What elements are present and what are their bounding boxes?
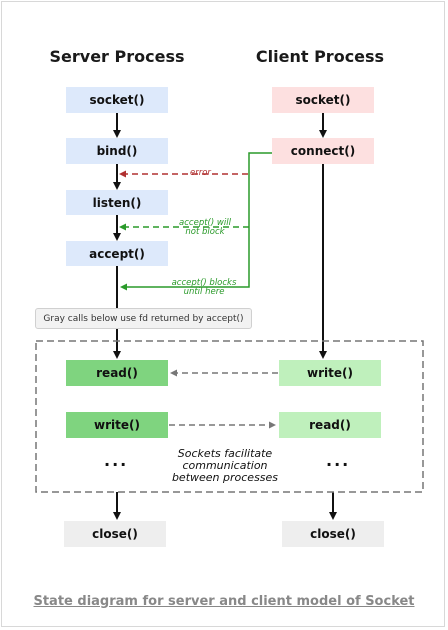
client-process-heading: Client Process [255,47,385,66]
error-label: error [190,168,211,178]
server-read-box: read() [66,360,168,386]
client-socket-box: socket() [272,87,374,113]
diagram-caption: State diagram for server and client mode… [33,594,415,609]
client-connect-box: connect() [272,138,374,164]
client-write-box: write() [279,360,381,386]
accept-blocks-label: accept() blocks until here [171,278,237,297]
server-listen-box: listen() [66,190,168,215]
communication-note: Sockets facilitate communication between… [171,447,279,484]
server-process-heading: Server Process [49,47,185,66]
server-write-box: write() [66,412,168,438]
client-read-box: read() [279,412,381,438]
client-close-box: close() [282,521,384,547]
accept-fd-note: Gray calls below use fd returned by acce… [35,308,252,329]
server-bind-box: bind() [66,138,168,164]
connect-bracket [120,152,272,291]
server-socket-box: socket() [66,87,168,113]
communication-region [35,340,424,493]
accept-not-block-label: accept() will not block [179,218,231,237]
server-close-box: close() [64,521,166,547]
client-ellipsis: ... [326,451,351,470]
server-ellipsis: ... [104,451,129,470]
server-accept-box: accept() [66,241,168,266]
